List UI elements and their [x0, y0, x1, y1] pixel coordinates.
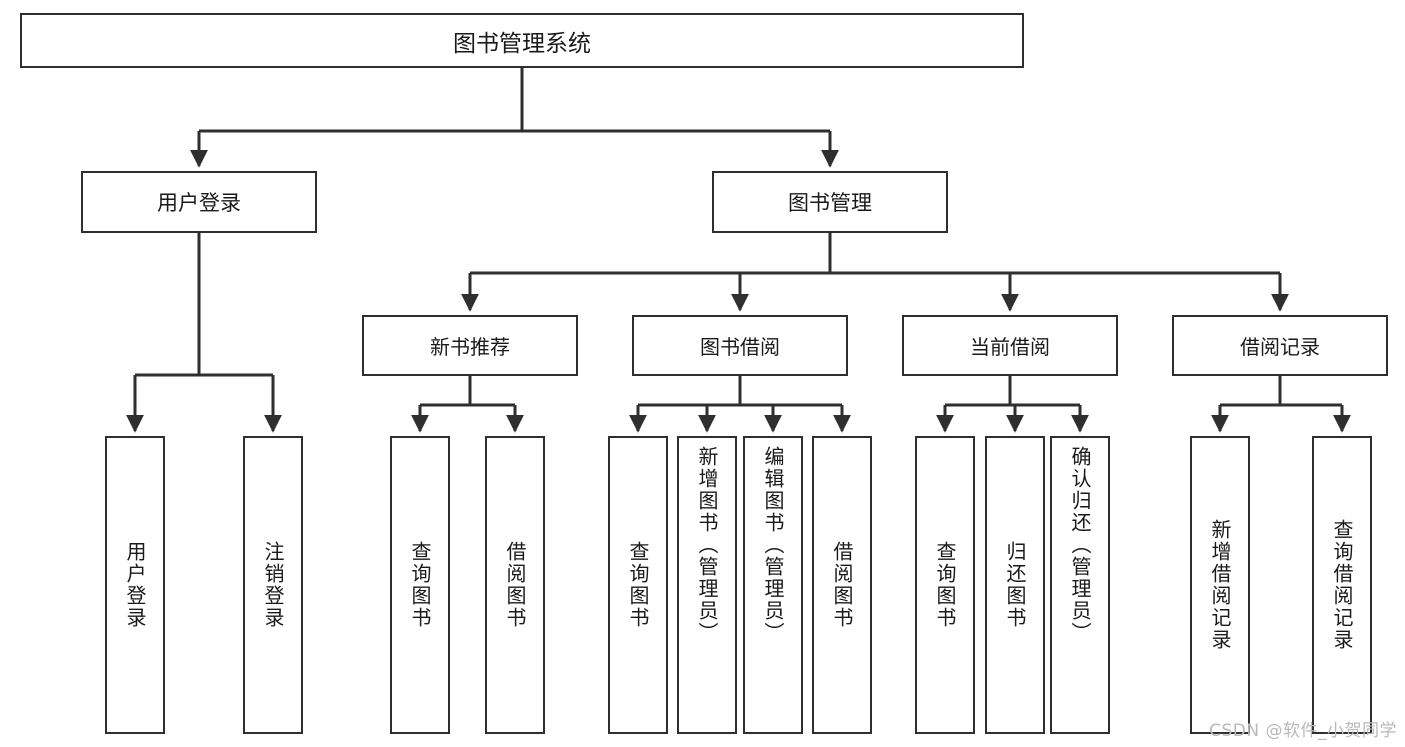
leaf-add-borrow-record-label: 新增借阅记录	[1208, 519, 1232, 651]
leaf-query-book-new-rec[interactable]: 查询图书	[390, 436, 450, 734]
node-borrow-record-label: 借阅记录	[1240, 335, 1320, 359]
leaf-query-book-borrow[interactable]: 查询图书	[608, 436, 668, 734]
node-book-management-label: 图书管理	[788, 191, 872, 215]
node-book-management[interactable]: 图书管理	[712, 171, 948, 233]
node-book-borrow[interactable]: 图书借阅	[632, 315, 848, 376]
leaf-user-login-label: 用户登录	[123, 541, 147, 629]
leaf-add-book-admin[interactable]: 新增图书（管理员）	[677, 436, 737, 734]
leaf-user-login[interactable]: 用户登录	[105, 436, 165, 734]
watermark-text: CSDN @软件_小贺同学	[1209, 721, 1397, 741]
node-current-borrow[interactable]: 当前借阅	[902, 315, 1118, 376]
node-borrow-record[interactable]: 借阅记录	[1172, 315, 1388, 376]
leaf-return-book[interactable]: 归还图书	[985, 436, 1045, 734]
leaf-borrow-book-new-rec-label: 借阅图书	[503, 541, 527, 629]
leaf-return-book-label: 归还图书	[1003, 541, 1027, 629]
leaf-query-borrow-record[interactable]: 查询借阅记录	[1312, 436, 1372, 734]
leaf-query-book-new-rec-label: 查询图书	[408, 541, 432, 629]
node-root[interactable]: 图书管理系统	[20, 13, 1024, 68]
leaf-borrow-book-label: 借阅图书	[830, 541, 854, 629]
node-user-login[interactable]: 用户登录	[81, 171, 317, 233]
leaf-confirm-return-admin-label: 确认归还（管理员）	[1068, 446, 1092, 644]
leaf-edit-book-admin[interactable]: 编辑图书（管理员）	[743, 436, 803, 734]
leaf-query-book-borrow-label: 查询图书	[626, 541, 650, 629]
leaf-edit-book-admin-label: 编辑图书（管理员）	[761, 446, 785, 644]
node-root-label: 图书管理系统	[453, 30, 591, 57]
leaf-query-book-current[interactable]: 查询图书	[915, 436, 975, 734]
leaf-query-book-current-label: 查询图书	[933, 541, 957, 629]
node-current-borrow-label: 当前借阅	[970, 335, 1050, 359]
leaf-query-borrow-record-label: 查询借阅记录	[1330, 519, 1354, 651]
node-new-book-recommend-label: 新书推荐	[430, 335, 510, 359]
leaf-borrow-book-new-rec[interactable]: 借阅图书	[485, 436, 545, 734]
leaf-add-borrow-record[interactable]: 新增借阅记录	[1190, 436, 1250, 734]
leaf-confirm-return-admin[interactable]: 确认归还（管理员）	[1050, 436, 1110, 734]
leaf-logout-label: 注销登录	[261, 541, 285, 629]
leaf-logout[interactable]: 注销登录	[243, 436, 303, 734]
leaf-add-book-admin-label: 新增图书（管理员）	[695, 446, 719, 644]
node-book-borrow-label: 图书借阅	[700, 335, 780, 359]
node-user-login-label: 用户登录	[157, 191, 241, 215]
node-new-book-recommend[interactable]: 新书推荐	[362, 315, 578, 376]
leaf-borrow-book[interactable]: 借阅图书	[812, 436, 872, 734]
